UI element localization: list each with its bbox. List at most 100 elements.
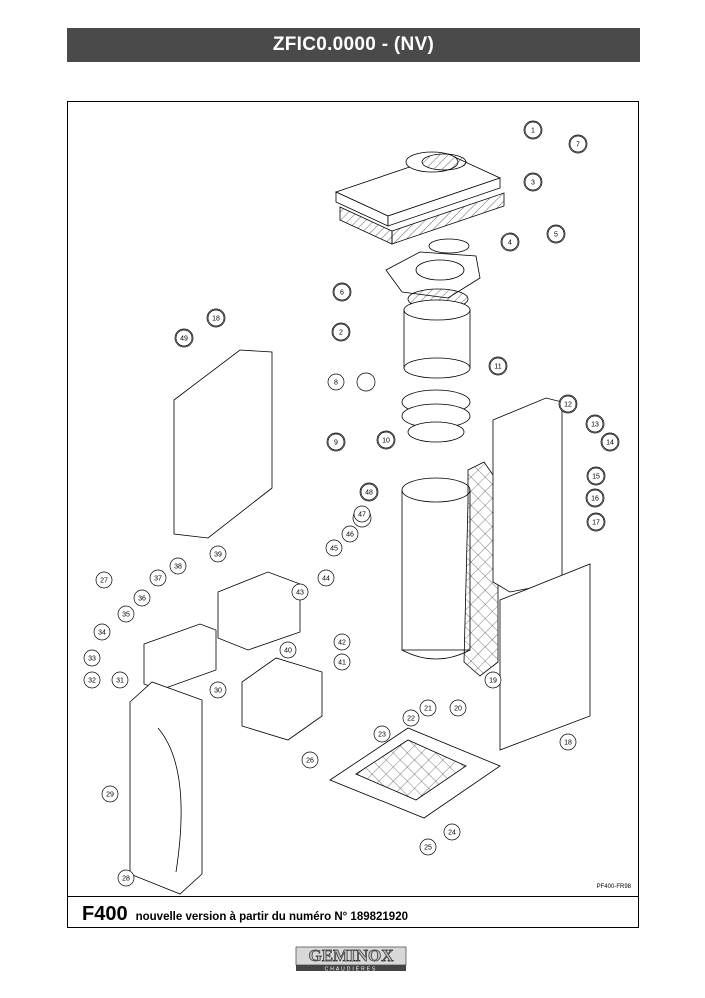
part-callout-circle [279,641,297,659]
part-callout-label: 29 [106,792,114,799]
part-callout-circle [83,671,101,689]
svg-text:GEMINOX: GEMINOX [309,946,395,965]
part-callout-label: 38 [174,564,182,571]
part-callout-label: 39 [214,552,222,559]
part-callout-circle [169,557,187,575]
part-callout-circle [586,415,604,433]
page-title: ZFIC0.0000 - (NV) [67,28,640,62]
part-callout-circle [93,623,111,641]
part-callout-label: 34 [98,630,106,637]
drawing-reference-code: PF400-FR98 [596,884,631,890]
part-callout-circle [332,323,350,341]
part-callout-circle [587,467,605,485]
part-callout-circle [501,233,519,251]
part-callout-label: 48 [365,490,373,497]
part-callout-circle [117,605,135,623]
svg-text:CHAUDIÈRES: CHAUDIÈRES [325,966,378,973]
part-callout-label: 14 [606,440,614,447]
part-callout-label: 17 [592,520,600,527]
part-callout-label: 18 [564,740,572,747]
part-callout-circle [547,225,565,243]
part-callout-circle [149,569,167,587]
part-callout-circle [524,121,542,139]
part-callout-circle [327,433,345,451]
part-callout-circle [569,135,587,153]
part-callout-label: 41 [338,660,346,667]
part-callout-circle [341,525,359,543]
part-callout-label: 27 [100,578,108,585]
part-callout-label: 7 [576,142,580,149]
part-callout-circle [327,373,345,391]
part-callout-label: 47 [358,512,366,519]
footer-caption: F400 nouvelle version à partir du numéro… [82,903,408,926]
part-callout-circle [484,671,502,689]
part-callout-circle [325,539,343,557]
part-callout-label: 35 [122,612,130,619]
part-callout-label: 5 [554,232,558,239]
part-callout-label: 3 [531,180,535,187]
part-callout-label: 25 [424,845,432,852]
part-callout-circle [373,725,391,743]
part-callout-label: 13 [591,422,599,429]
part-callout-label: 31 [116,678,124,685]
part-callout-label: 2 [339,330,343,337]
part-callout-circle [317,569,335,587]
part-callout-label: 36 [138,596,146,603]
part-callout-label: 40 [284,648,292,655]
part-callout-label: 32 [88,678,96,685]
back-panel [492,397,563,593]
part-callout-circle [419,699,437,717]
part-callout-circle [601,433,619,451]
part-callout-circle [117,869,135,887]
part-callout-circle [95,571,113,589]
part-callout-label: 45 [330,546,338,553]
part-callout-label: 9 [334,440,338,447]
part-callout-circle [524,173,542,191]
part-callout-label: 20 [454,706,462,713]
part-callout-label: 18 [212,316,220,323]
left-side-panel [173,349,273,539]
part-callout-label: 15 [592,474,600,481]
version-note: nouvelle version à partir du numéro N° 1… [135,911,408,923]
part-callout-circle [449,699,467,717]
part-callout-label: 22 [407,716,415,723]
part-callout-circle [443,823,461,841]
control-panel-front [143,623,217,691]
part-callout-circle [353,505,371,523]
part-callout-circle [101,785,119,803]
part-callout-label: 49 [180,336,188,343]
part-callout-label: 10 [382,438,390,445]
footer-divider [68,896,638,897]
exploded-view-diagram: 1234567891011121314151617181819202122232… [83,120,620,895]
part-callout-label: 6 [340,290,344,297]
insulation-jacket [463,461,499,677]
part-callout-circle [209,681,227,699]
part-callout-label: 19 [489,678,497,685]
part-callout-label: 46 [346,532,354,539]
part-callout-circle [360,483,378,501]
part-callout-label: 43 [296,590,304,597]
part-callout-label: 37 [154,576,162,583]
geminox-logo: GEMINOX CHAUDIÈRES [295,946,407,973]
front-door-panel [129,681,203,895]
burner-plate [385,238,481,299]
part-callout-label: 16 [591,496,599,503]
right-side-panel [499,563,591,751]
part-callout-circle [133,589,151,607]
part-callout-circle [333,283,351,301]
part-callout-circle [291,583,309,601]
part-callout-label: 12 [564,402,572,409]
part-callout-label: 21 [424,706,432,713]
part-callout-label: 11 [494,364,501,371]
part-callout-circle [489,357,507,375]
base-tray [329,727,501,819]
model-name: F400 [82,903,128,925]
top-insulation-plate [334,151,505,245]
part-callout-label: 1 [531,128,535,135]
combustion-chamber [403,299,471,379]
part-callout-label: 24 [448,830,456,837]
burner-unit [241,657,323,741]
part-callout-circle [175,329,193,347]
part-callout-label: 26 [306,758,314,765]
